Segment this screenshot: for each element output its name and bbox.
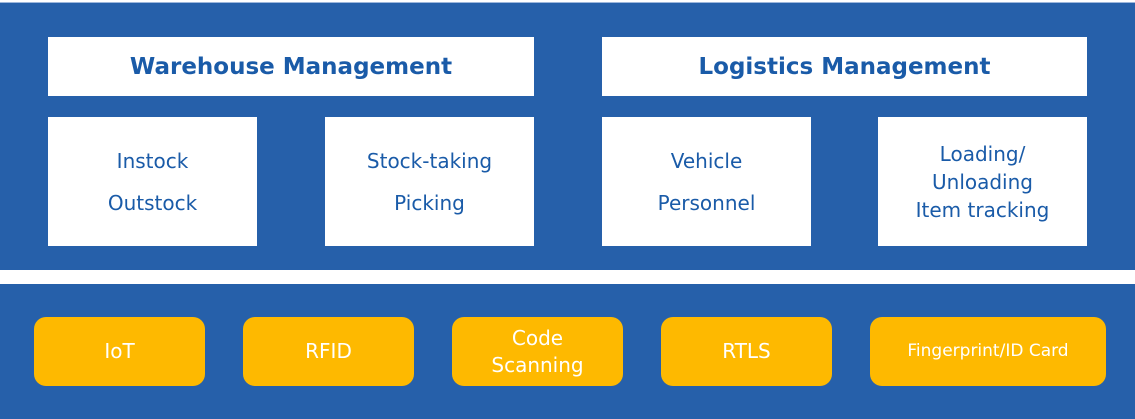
chip-label: Scanning [491, 352, 584, 377]
tech-chip-rfid: RFID [243, 317, 414, 386]
stocktaking-picking-box: Stock-taking Picking [325, 117, 534, 246]
tech-chip-fingerprint-id-card: Fingerprint/ID Card [870, 317, 1106, 386]
chip-label: RTLS [722, 339, 771, 363]
tech-chip-code-scanning: Code Scanning [452, 317, 623, 386]
box-line: Loading/ [939, 141, 1026, 166]
box-line: Instock [116, 148, 189, 173]
chip-label: Code [511, 325, 564, 350]
tech-chip-rtls: RTLS [661, 317, 832, 386]
box-line: Vehicle [670, 148, 743, 173]
tech-chip-iot: IoT [34, 317, 205, 386]
loading-tracking-box: Loading/ Unloading Item tracking [878, 117, 1087, 246]
box-line: Picking [394, 190, 465, 215]
chip-label: RFID [305, 339, 352, 363]
box-line: Personnel [657, 190, 756, 215]
warehouse-management-title: Warehouse Management [129, 53, 453, 80]
logistics-management-title: Logistics Management [698, 53, 991, 80]
logistics-management-header: Logistics Management [602, 37, 1087, 96]
box-line: Stock-taking [366, 148, 493, 173]
management-layer-panel: Warehouse Management Instock Outstock St… [0, 2, 1135, 270]
warehouse-management-header: Warehouse Management [48, 37, 534, 96]
chip-label: Fingerprint/ID Card [907, 341, 1069, 361]
technology-layer-panel: IoT RFID Code Scanning RTLS Fingerprint/… [0, 284, 1135, 419]
box-line: Item tracking [915, 197, 1050, 222]
box-line: Outstock [107, 190, 198, 215]
box-line: Unloading [932, 169, 1033, 194]
instock-outstock-box: Instock Outstock [48, 117, 257, 246]
vehicle-personnel-box: Vehicle Personnel [602, 117, 811, 246]
chip-label: IoT [104, 339, 135, 363]
